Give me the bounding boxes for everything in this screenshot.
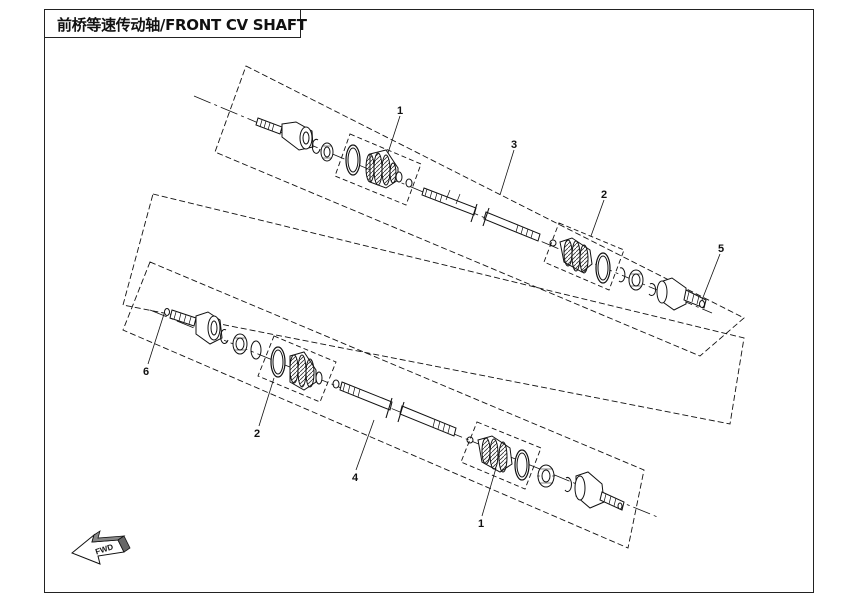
title-box: 前桥等速传动轴/FRONT CV SHAFT xyxy=(44,9,307,38)
callout-1-top: 1 xyxy=(397,105,403,117)
upper-outer-joint-right xyxy=(656,277,707,311)
fwd-arrow-icon: FWD xyxy=(71,530,131,565)
callout-1-bottom: 1 xyxy=(478,518,484,530)
upper-inner-cage xyxy=(618,267,657,296)
boot-kit-box-1-top xyxy=(334,133,422,206)
boot-kit-box-1-bottom xyxy=(460,421,542,490)
lower-inner-cage-right xyxy=(537,464,572,492)
callout-6: 6 xyxy=(143,366,149,378)
lower-outer-stub-left xyxy=(164,308,223,345)
lower-assembly-outline xyxy=(122,261,645,549)
callout-2-top: 2 xyxy=(601,189,607,201)
boot-kit-box-2-bottom xyxy=(257,335,337,403)
boot-kit-box-2-top xyxy=(543,222,625,291)
lower-main-shaft xyxy=(332,379,457,437)
upper-boot-left xyxy=(345,144,413,189)
lower-outer-joint-right xyxy=(574,471,625,511)
callout-5: 5 xyxy=(718,243,724,255)
upper-shaft-group xyxy=(193,65,745,357)
upper-main-shaft xyxy=(421,187,541,242)
lower-boot-left xyxy=(270,346,323,391)
callout-2-bottom: 2 xyxy=(254,428,260,440)
drawing-frame xyxy=(44,9,814,593)
leader-lines xyxy=(147,115,721,517)
upper-outer-stub xyxy=(255,117,314,151)
upper-assembly-outline xyxy=(214,65,745,357)
upper-boot-right xyxy=(549,237,611,284)
upper-snap-ring-left xyxy=(311,138,334,162)
lower-snap-ring-left xyxy=(220,329,262,360)
lower-outer-outline xyxy=(122,193,745,425)
page-title: 前桥等速传动轴/FRONT CV SHAFT xyxy=(57,16,307,34)
lower-boot-right xyxy=(466,435,530,481)
lower-shaft-group xyxy=(122,193,745,549)
callout-4: 4 xyxy=(352,472,359,484)
callout-3: 3 xyxy=(511,139,517,151)
